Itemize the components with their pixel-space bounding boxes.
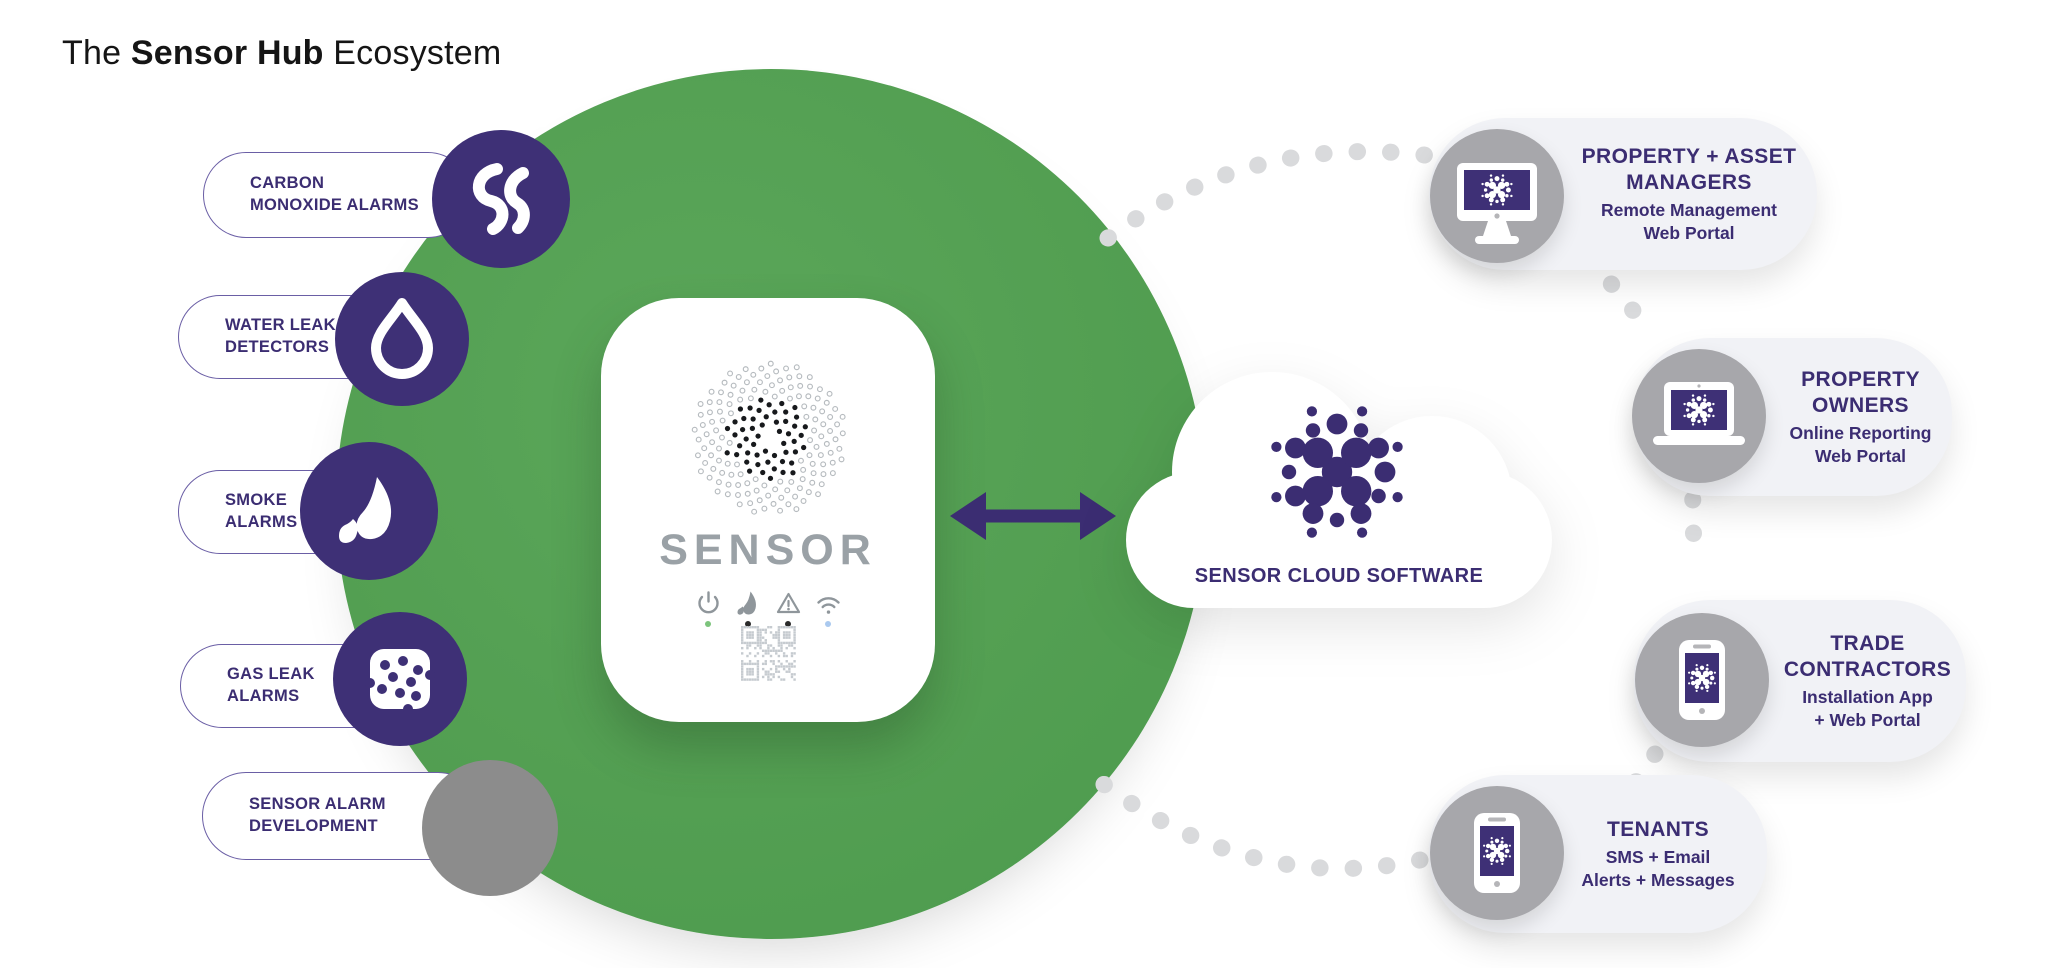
water-drop-icon [335, 272, 469, 406]
title-prefix: The [62, 34, 131, 72]
card-subtitle-line: Installation App [1802, 687, 1933, 708]
power-icon [695, 590, 722, 627]
sensor-cloud-logo [1271, 406, 1403, 538]
card-title-line: TENANTS [1607, 817, 1709, 841]
sensor-label-line: SENSOR ALARM [249, 795, 386, 814]
sensor-label-line: CARBON [250, 174, 325, 193]
laptop-icon [1632, 349, 1766, 483]
card-subtitle-line: Alerts + Messages [1581, 869, 1735, 890]
card-subtitle-line: SMS + Email [1605, 847, 1711, 868]
device-status-row [601, 590, 935, 627]
sync-arrow-icon [950, 492, 1116, 540]
card-title-line: OWNERS [1812, 393, 1909, 417]
card-title-line: MANAGERS [1626, 170, 1752, 194]
sensor-label-line: WATER LEAK [225, 316, 336, 335]
card-subtitle-line: Remote Management [1600, 200, 1777, 221]
device-brand: SENSOR [659, 526, 877, 574]
sensor-hub-device: SENSOR [601, 298, 935, 722]
warning-icon [775, 590, 802, 627]
arc-hub-to-managers [1099, 143, 1455, 247]
sensor-label-line: ALARMS [225, 513, 298, 531]
wifi-led [825, 621, 831, 627]
sensor-label-line: GAS LEAK [227, 665, 315, 684]
flame-icon [735, 590, 762, 627]
card-title-line: PROPERTY + ASSET [1581, 145, 1797, 168]
speaker-grille [691, 360, 846, 515]
title-bold: Sensor Hub [130, 34, 324, 72]
sensor-label-line: DEVELOPMENT [249, 817, 378, 835]
card-subtitle-line: + Web Portal [1814, 709, 1921, 730]
smartphone-icon [1430, 786, 1564, 920]
sensor-item-carbon-monoxide: CARBON MONOXIDE ALARMS [203, 152, 471, 238]
qr-code [741, 626, 796, 681]
card-title-line: PROPERTY [1801, 368, 1920, 391]
flame-led [745, 621, 751, 627]
smartphone-icon [1635, 613, 1769, 747]
cloud-shape: SENSOR CLOUD SOFTWARE [1126, 372, 1552, 608]
desktop-monitor-icon [1430, 129, 1564, 263]
arc-owners-to-contractors [1683, 457, 1703, 565]
power-led [705, 621, 711, 627]
gas-sensor-icon [333, 612, 467, 746]
sensor-label-line: DETECTORS [225, 338, 330, 356]
flame-icon [300, 442, 438, 580]
card-subtitle-line: Online Reporting [1789, 423, 1932, 444]
arc-tenants-to-hub [1089, 771, 1429, 877]
smoke-co-icon [432, 130, 570, 268]
card-title-line: TRADE [1830, 632, 1905, 655]
cloud-label: SENSOR CLOUD SOFTWARE [1195, 565, 1483, 587]
warning-led [785, 621, 791, 627]
title-suffix: Ecosystem [323, 34, 502, 72]
sensor-label-line: MONOXIDE ALARMS [250, 196, 419, 214]
card-subtitle-line: Web Portal [1814, 445, 1907, 466]
blank-circle [422, 760, 558, 896]
card-title-line: CONTRACTORS [1783, 657, 1952, 681]
card-subtitle-line: Web Portal [1643, 222, 1735, 243]
page-title: The Sensor Hub Ecosystem [62, 34, 501, 73]
wifi-icon [815, 590, 842, 627]
sensor-label-line: ALARMS [227, 687, 300, 705]
sensor-label-line: SMOKE [225, 491, 288, 510]
